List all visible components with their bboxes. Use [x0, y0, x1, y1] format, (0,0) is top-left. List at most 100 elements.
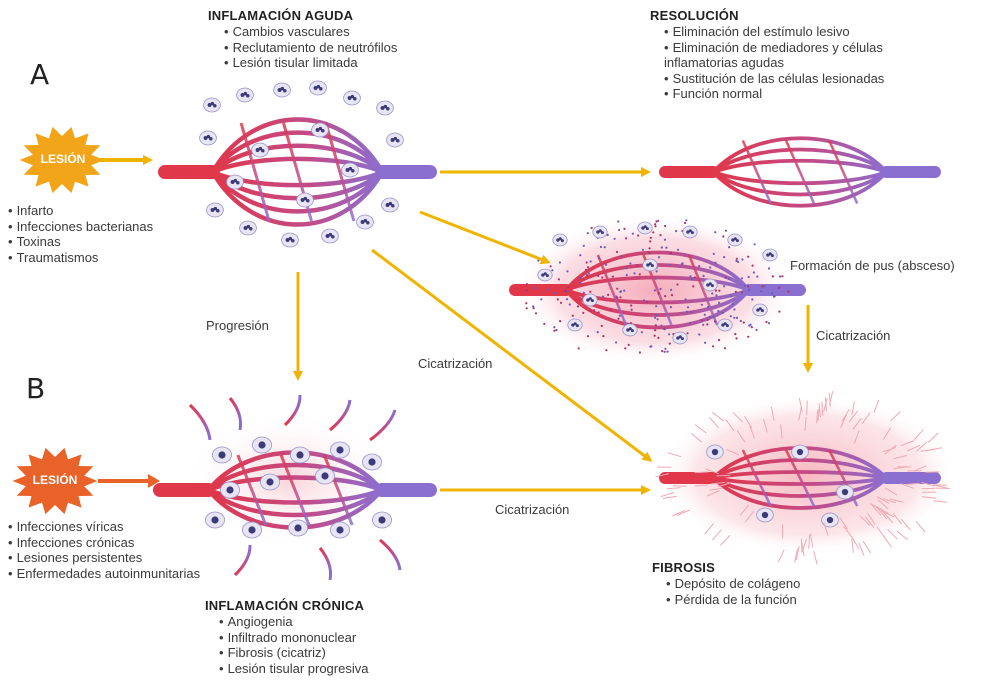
lesion-a-cause-item: Infecciones bacterianas [8, 219, 153, 235]
pus-speck [747, 256, 749, 258]
pus-speck [754, 243, 756, 245]
acute-title: INFLAMACIÓN AGUDA [208, 8, 397, 24]
neutrophil-cell [763, 249, 777, 261]
mononuclear-cell [288, 520, 307, 536]
pus-speck [714, 262, 716, 264]
panel-letter-b: B [26, 372, 45, 405]
pus-speck [614, 238, 616, 240]
pus-speck [751, 326, 753, 328]
lesion-b-cause-item: Enfermedades autoinmunitarias [8, 566, 200, 582]
pus-speck [626, 274, 628, 276]
pus-speck [761, 285, 763, 287]
pus-speck [620, 255, 622, 257]
pus-speck [676, 283, 678, 285]
pus-speck [550, 265, 552, 267]
lesion-b-causes: Infecciones víricasInfecciones crónicasL… [8, 519, 200, 581]
collagen-fiber [673, 486, 687, 487]
neutrophil-cell [728, 234, 742, 246]
pus-speck [624, 347, 626, 349]
pus-speck [577, 305, 579, 307]
pus-speck [701, 319, 703, 321]
mononuclear-cell [220, 482, 239, 498]
pus-speck [582, 312, 584, 314]
pus-speck [722, 235, 724, 237]
pus-speck [687, 332, 689, 334]
neutrophil-cell [377, 101, 394, 115]
collagen-fiber [807, 401, 808, 415]
pus-speck [598, 257, 600, 259]
mononuclear-cell [242, 522, 261, 538]
pus-speck [763, 285, 765, 287]
pus-speck [730, 315, 732, 317]
pus-speck [707, 306, 709, 308]
neutrophil-cell [623, 324, 637, 336]
pus-speck [648, 252, 650, 254]
pus-speck [591, 227, 593, 229]
chronic-feature-item: Infiltrado mononuclear [219, 630, 368, 646]
pus-speck [553, 326, 555, 328]
pus-speck [535, 312, 537, 314]
pus-speck [642, 249, 644, 251]
pus-speck [557, 298, 559, 300]
pus-speck [525, 302, 527, 304]
neutrophil-cell [342, 163, 359, 177]
pus-speck [711, 292, 713, 294]
pus-speck [526, 283, 528, 285]
resolution-feature-item: Eliminación de mediadores y células infl… [664, 40, 884, 71]
pus-speck [724, 347, 726, 349]
pus-speck [643, 299, 645, 301]
mononuclear-cell [757, 508, 774, 522]
pus-speck [587, 232, 589, 234]
neutrophil-cell [382, 198, 399, 212]
pus-speck [619, 296, 621, 298]
acute-feature-item: Cambios vasculares [224, 24, 397, 40]
pus-speck [725, 230, 727, 232]
pus-speck [631, 309, 633, 311]
neutrophil-cell [593, 226, 607, 238]
lesion-b-cause-item: Infecciones crónicas [8, 535, 200, 551]
pus-speck [723, 256, 725, 258]
mononuclear-cell [252, 437, 271, 453]
pus-speck [664, 239, 666, 241]
pus-speck [728, 246, 730, 248]
pus-speck [543, 323, 545, 325]
pus-speck [771, 292, 773, 294]
pus-speck [597, 275, 599, 277]
neutrophil-cell [237, 88, 254, 102]
collagen-fiber [801, 539, 802, 553]
pus-speck [619, 315, 621, 317]
pus-speck [572, 315, 574, 317]
angiogenic-sprout [235, 545, 250, 575]
pus-speck [709, 316, 711, 318]
pus-speck [659, 288, 661, 290]
pus-speck [654, 317, 656, 319]
pus-speck [733, 317, 735, 319]
pus-speck [661, 246, 663, 248]
pus-speck [752, 265, 754, 267]
pus-speck [587, 266, 589, 268]
pus-speck [639, 351, 641, 353]
pus-speck [706, 323, 708, 325]
pus-speck [689, 275, 691, 277]
fibrosis-title: FIBROSIS [652, 560, 800, 576]
neutrophil-cell [643, 259, 657, 271]
pus-speck [658, 256, 660, 258]
pus-speck [686, 311, 688, 313]
pus-speck [547, 288, 549, 290]
neutrophil-cell [227, 175, 244, 189]
pus-speck [735, 337, 737, 339]
pus-speck [741, 291, 743, 293]
pus-speck [630, 304, 632, 306]
pus-speck [684, 222, 686, 224]
pus-speck [740, 320, 742, 322]
pus-speck [655, 324, 657, 326]
neutrophil-cell [387, 133, 404, 147]
mononuclear-cell [330, 442, 349, 458]
pus-speck [702, 324, 704, 326]
fibrosis-block: FIBROSIS Depósito de colágenoPérdida de … [652, 560, 800, 607]
pus-speck [654, 335, 656, 337]
scarring-diag-label: Cicatrización [418, 356, 492, 372]
pus-speck [787, 291, 789, 293]
pus-speck [661, 350, 663, 352]
chronic-title: INFLAMACIÓN CRÓNICA [205, 598, 368, 614]
